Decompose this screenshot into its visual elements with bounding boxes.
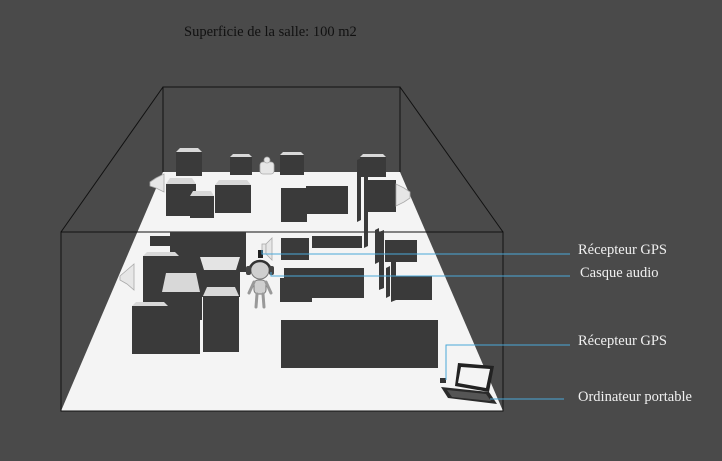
callout-lines <box>261 250 570 400</box>
obstacle-blocks <box>132 152 438 368</box>
gps-receiver-label: Récepteur GPS <box>578 242 667 258</box>
gps-receiver-icon <box>258 250 263 258</box>
room-outline <box>60 86 504 412</box>
laptop-icon <box>441 363 497 404</box>
person-with-headphones-icon <box>246 259 274 309</box>
headphones-label: Casque audio <box>580 265 659 281</box>
laptop-label: Ordinateur portable <box>578 389 692 405</box>
speaker-icon <box>395 183 411 207</box>
gps-receiver-icon <box>440 378 446 383</box>
speaker-icon <box>149 173 165 193</box>
gps-receiver-label: Récepteur GPS <box>578 333 667 349</box>
block-tops <box>132 148 386 306</box>
speaker-icon <box>119 263 135 291</box>
speaker-icon <box>259 156 275 175</box>
room-area-title: Superficie de la salle: 100 m2 <box>184 24 357 40</box>
